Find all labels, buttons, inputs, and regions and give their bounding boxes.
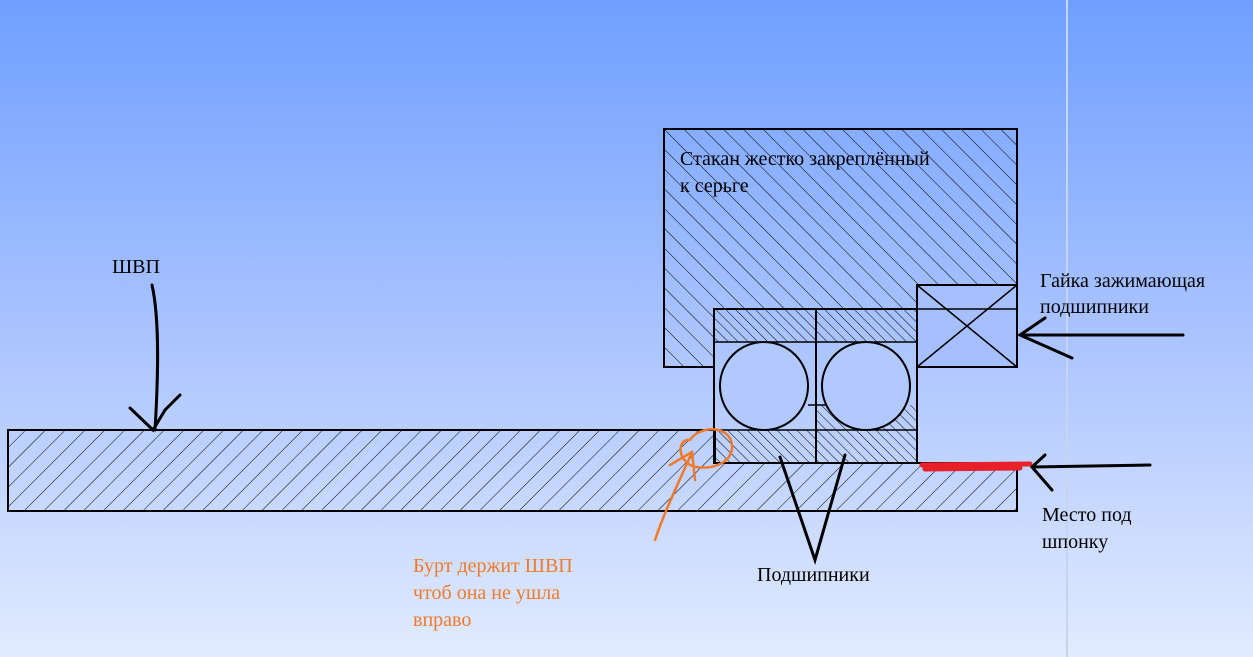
bearing-right xyxy=(808,308,918,464)
screw-arrow xyxy=(128,283,182,433)
bearings-label: Подшипники xyxy=(757,564,870,586)
keyway-arrow xyxy=(1029,453,1152,492)
keyway-mark xyxy=(919,461,1033,472)
nut-label-2: подшипники xyxy=(1040,296,1149,318)
housing-label: Стакан жестко закреплённый xyxy=(680,148,930,170)
shoulder-label-3: вправо xyxy=(413,609,472,631)
nut-arrow xyxy=(1016,316,1185,360)
bearing-left xyxy=(713,308,817,464)
bearings-arrow xyxy=(778,453,847,566)
housing-label-2: к серьге xyxy=(680,175,749,197)
shoulder-label-2: чтоб она не ушла xyxy=(413,582,561,604)
clamping-nut xyxy=(916,284,1018,368)
shoulder-annotation xyxy=(653,428,734,542)
shoulder-label: Бурт держит ШВП xyxy=(413,555,573,577)
ball xyxy=(719,341,809,431)
nut-label: Гайка зажимающая xyxy=(1040,270,1206,292)
keyway-label-2: шпонку xyxy=(1042,531,1109,553)
ball xyxy=(821,341,911,431)
keyway-label: Место под xyxy=(1042,504,1132,526)
screw-label: ШВП xyxy=(112,256,160,278)
